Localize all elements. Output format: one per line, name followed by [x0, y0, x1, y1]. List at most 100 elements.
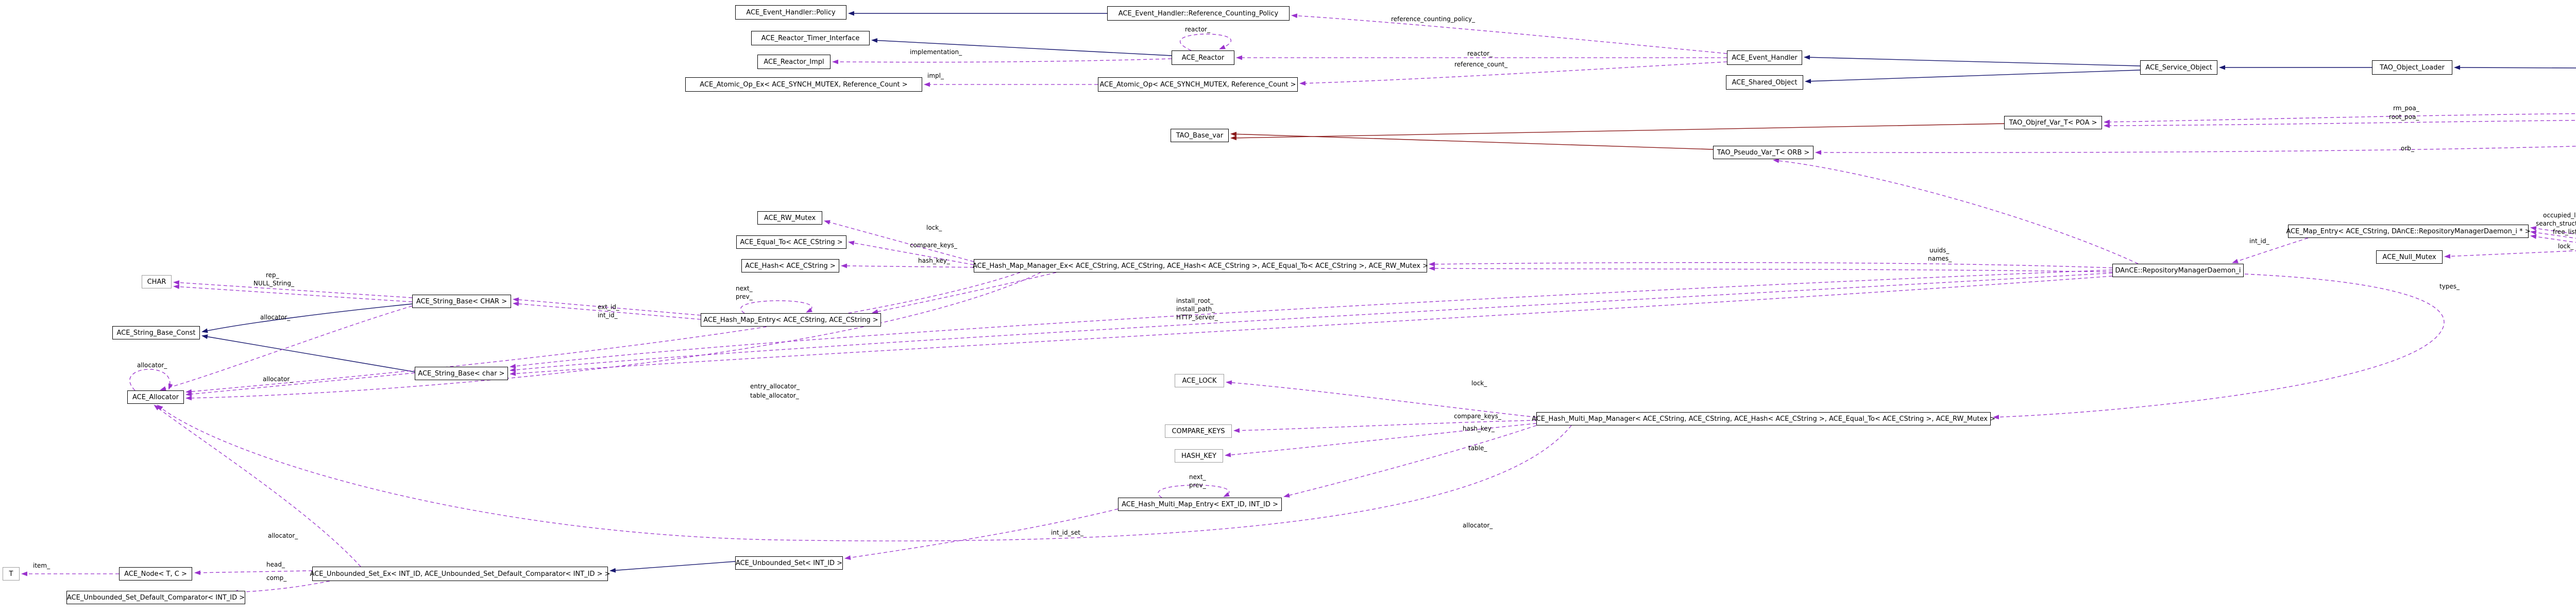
edge-usage [185, 272, 1021, 394]
node-ace-atomic-op[interactable]: ACE_Atomic_Op< ACE_SYNCH_MUTEX, Referenc… [1098, 77, 1298, 92]
edge-alt [1230, 123, 2005, 141]
edge-usage [510, 276, 2113, 376]
edge-label-implementation: implementation_ [910, 48, 962, 56]
edge-label-ext-id: ext_id_ [598, 303, 619, 311]
edge-label-allocator: allocator_ [137, 362, 167, 369]
edge-group [21, 11, 2576, 595]
edge-usage [1299, 61, 1727, 86]
edge-usage [510, 272, 2113, 372]
edge-label-head: head_ [266, 561, 285, 568]
edge-label-entry-allocator: entry_allocator_ [750, 383, 800, 390]
edge-label-next: next_ [736, 285, 753, 292]
edge-label-prev: prev_ [736, 293, 753, 300]
edge-usage [1429, 262, 2113, 268]
edge-usage [154, 404, 361, 567]
node-ace-reactor[interactable]: ACE_Reactor [1172, 50, 1234, 65]
edge-label-reactor: reactor_ [1467, 50, 1493, 57]
edge-usage [841, 263, 974, 268]
node-ace-reactor-impl[interactable]: ACE_Reactor_Impl [757, 55, 831, 69]
node-ace-hash[interactable]: ACE_Hash< ACE_CString > [741, 259, 839, 272]
node-ace-shared-object[interactable]: ACE_Shared_Object [1726, 75, 1803, 90]
edge-label-reference-counting-policy: reference_counting_policy_ [1391, 15, 1476, 23]
node-tao-object-loader[interactable]: TAO_Object_Loader [2372, 60, 2452, 75]
node-unbounded-set-ex[interactable]: ACE_Unbounded_Set_Ex< INT_ID, ACE_Unboun… [310, 567, 611, 581]
edge-label-search-structure: search_structure_ [2536, 220, 2576, 227]
node-ace-atomic-op-ex[interactable]: ACE_Atomic_Op_Ex< ACE_SYNCH_MUTEX, Refer… [685, 77, 922, 92]
edge-inherit [1805, 70, 2141, 84]
node-hash-map-entry[interactable]: ACE_Hash_Map_Entry< ACE_CString, ACE_CSt… [701, 313, 881, 327]
node-tao-objref-var-t-poa[interactable]: TAO_Objref_Var_T< POA > [2004, 116, 2102, 129]
edge-usage [844, 508, 1118, 560]
edge-inherit [2454, 65, 2576, 70]
node-t-param: T [3, 567, 20, 581]
edge-label-prev: prev_ [1189, 482, 1206, 489]
node-ace-equal-to[interactable]: ACE_Equal_To< ACE_CString > [736, 235, 846, 249]
node-ace-event-handler[interactable]: ACE_Event_Handler [1727, 50, 1802, 65]
edge-label-allocator: allocator_ [1463, 522, 1493, 529]
edge-usage [173, 280, 413, 298]
node-hash-map-manager-ex[interactable]: ACE_Hash_Map_Manager_Ex< ACE_CString, AC… [973, 259, 1428, 272]
edge-label-orb: orb_ [2401, 145, 2414, 152]
edge-label-free-list: free_list_ [2553, 228, 2576, 235]
node-string-base-char[interactable]: ACE_String_Base< char > [415, 367, 508, 380]
edge-usage [2530, 230, 2576, 239]
node-hash-multi-map-manager[interactable]: ACE_Hash_Multi_Map_Manager< ACE_CString,… [1532, 412, 1995, 425]
edge-label-next: next_ [1189, 473, 1206, 481]
edge-usage [157, 404, 1572, 541]
edge-usage [1291, 13, 1727, 54]
edge-usage [2530, 226, 2576, 235]
edge-label-HTTP-server: HTTP_server_ [1176, 314, 1218, 321]
node-hash-multi-map-entry[interactable]: ACE_Hash_Multi_Map_Entry< EXT_ID, INT_ID… [1118, 498, 1282, 511]
node-ace-reactor-timer-interface[interactable]: ACE_Reactor_Timer_Interface [751, 31, 870, 45]
edge-alt [1230, 131, 1714, 150]
edge-label-occupied-list: occupied_list_ [2543, 212, 2576, 219]
node-string-base-const[interactable]: ACE_String_Base_Const [112, 326, 200, 339]
node-char-param: CHAR [142, 275, 172, 288]
edge-label-uuids: uuids_ [1929, 247, 1950, 254]
edge-label-install-root: install_root_ [1176, 297, 1213, 304]
edge-label-install-path: install_path_ [1176, 305, 1215, 313]
edge-label-comp: comp_ [266, 574, 287, 582]
edge-label-lock: lock_ [2558, 243, 2574, 250]
edge-label-rm-poa: rm_poa_ [2393, 105, 2419, 112]
edge-label-int-id: int_id_ [598, 312, 618, 319]
node-tao-base-var[interactable]: TAO_Base_var [1171, 129, 1229, 142]
edge-label-impl: impl_ [927, 72, 944, 79]
node-ace-node[interactable]: ACE_Node< T, C > [119, 567, 192, 581]
edge-label-names: names_ [1928, 255, 1952, 262]
node-daemon[interactable]: DAnCE::RepositoryManagerDaemon_i [2112, 264, 2244, 277]
node-ace-allocator[interactable]: ACE_Allocator [127, 390, 184, 404]
edge-usage [832, 58, 1172, 64]
edge-label-types: types_ [2439, 283, 2460, 290]
edge-inherit [1804, 55, 2141, 66]
edge-usage [848, 241, 974, 265]
edge-usage [513, 301, 701, 320]
edge-label-int-id: int_id_ [2249, 237, 2269, 245]
edge-label-lock: lock_ [926, 224, 942, 231]
node-ace-event-handler-policy[interactable]: ACE_Event_Handler::Policy [735, 5, 846, 20]
edge-usage [194, 570, 313, 575]
node-tao-pseudo-var-t-orb[interactable]: TAO_Pseudo_Var_T< ORB > [1713, 146, 1814, 159]
edge-label-hash-key: hash_key_ [1463, 425, 1495, 432]
edge-label-reactor: reactor_ [1185, 26, 1210, 33]
node-ace-rw-mutex[interactable]: ACE_RW_Mutex [757, 211, 822, 225]
edge-usage [232, 581, 330, 595]
edge-usage [2104, 120, 2576, 128]
node-ace-lock-param: ACE_LOCK [1175, 374, 1224, 387]
edge-usage [510, 269, 2113, 369]
edge-usage [173, 284, 413, 302]
edge-label-reference-count: reference_count_ [1454, 61, 1508, 68]
edge-label-allocator: allocator_ [260, 314, 291, 321]
node-ace-null-mutex[interactable]: ACE_Null_Mutex [2376, 250, 2443, 264]
node-unbounded-set-default-comparator[interactable]: ACE_Unbounded_Set_Default_Comparator< IN… [66, 591, 245, 604]
node-map-entry[interactable]: ACE_Map_Entry< ACE_CString, DAnCE::Repos… [2286, 225, 2531, 238]
node-unbounded-set[interactable]: ACE_Unbounded_Set< INT_ID > [735, 556, 843, 570]
edge-usage [2444, 250, 2576, 259]
node-ace-event-handler-reference-counting-policy[interactable]: ACE_Event_Handler::Reference_Counting_Po… [1107, 6, 1290, 21]
node-string-base-char-t[interactable]: ACE_String_Base< CHAR > [412, 295, 511, 308]
edge-usage [2530, 234, 2576, 243]
node-ace-service-object[interactable]: ACE_Service_Object [2140, 60, 2217, 75]
edge-label-table: table_ [1468, 445, 1487, 452]
